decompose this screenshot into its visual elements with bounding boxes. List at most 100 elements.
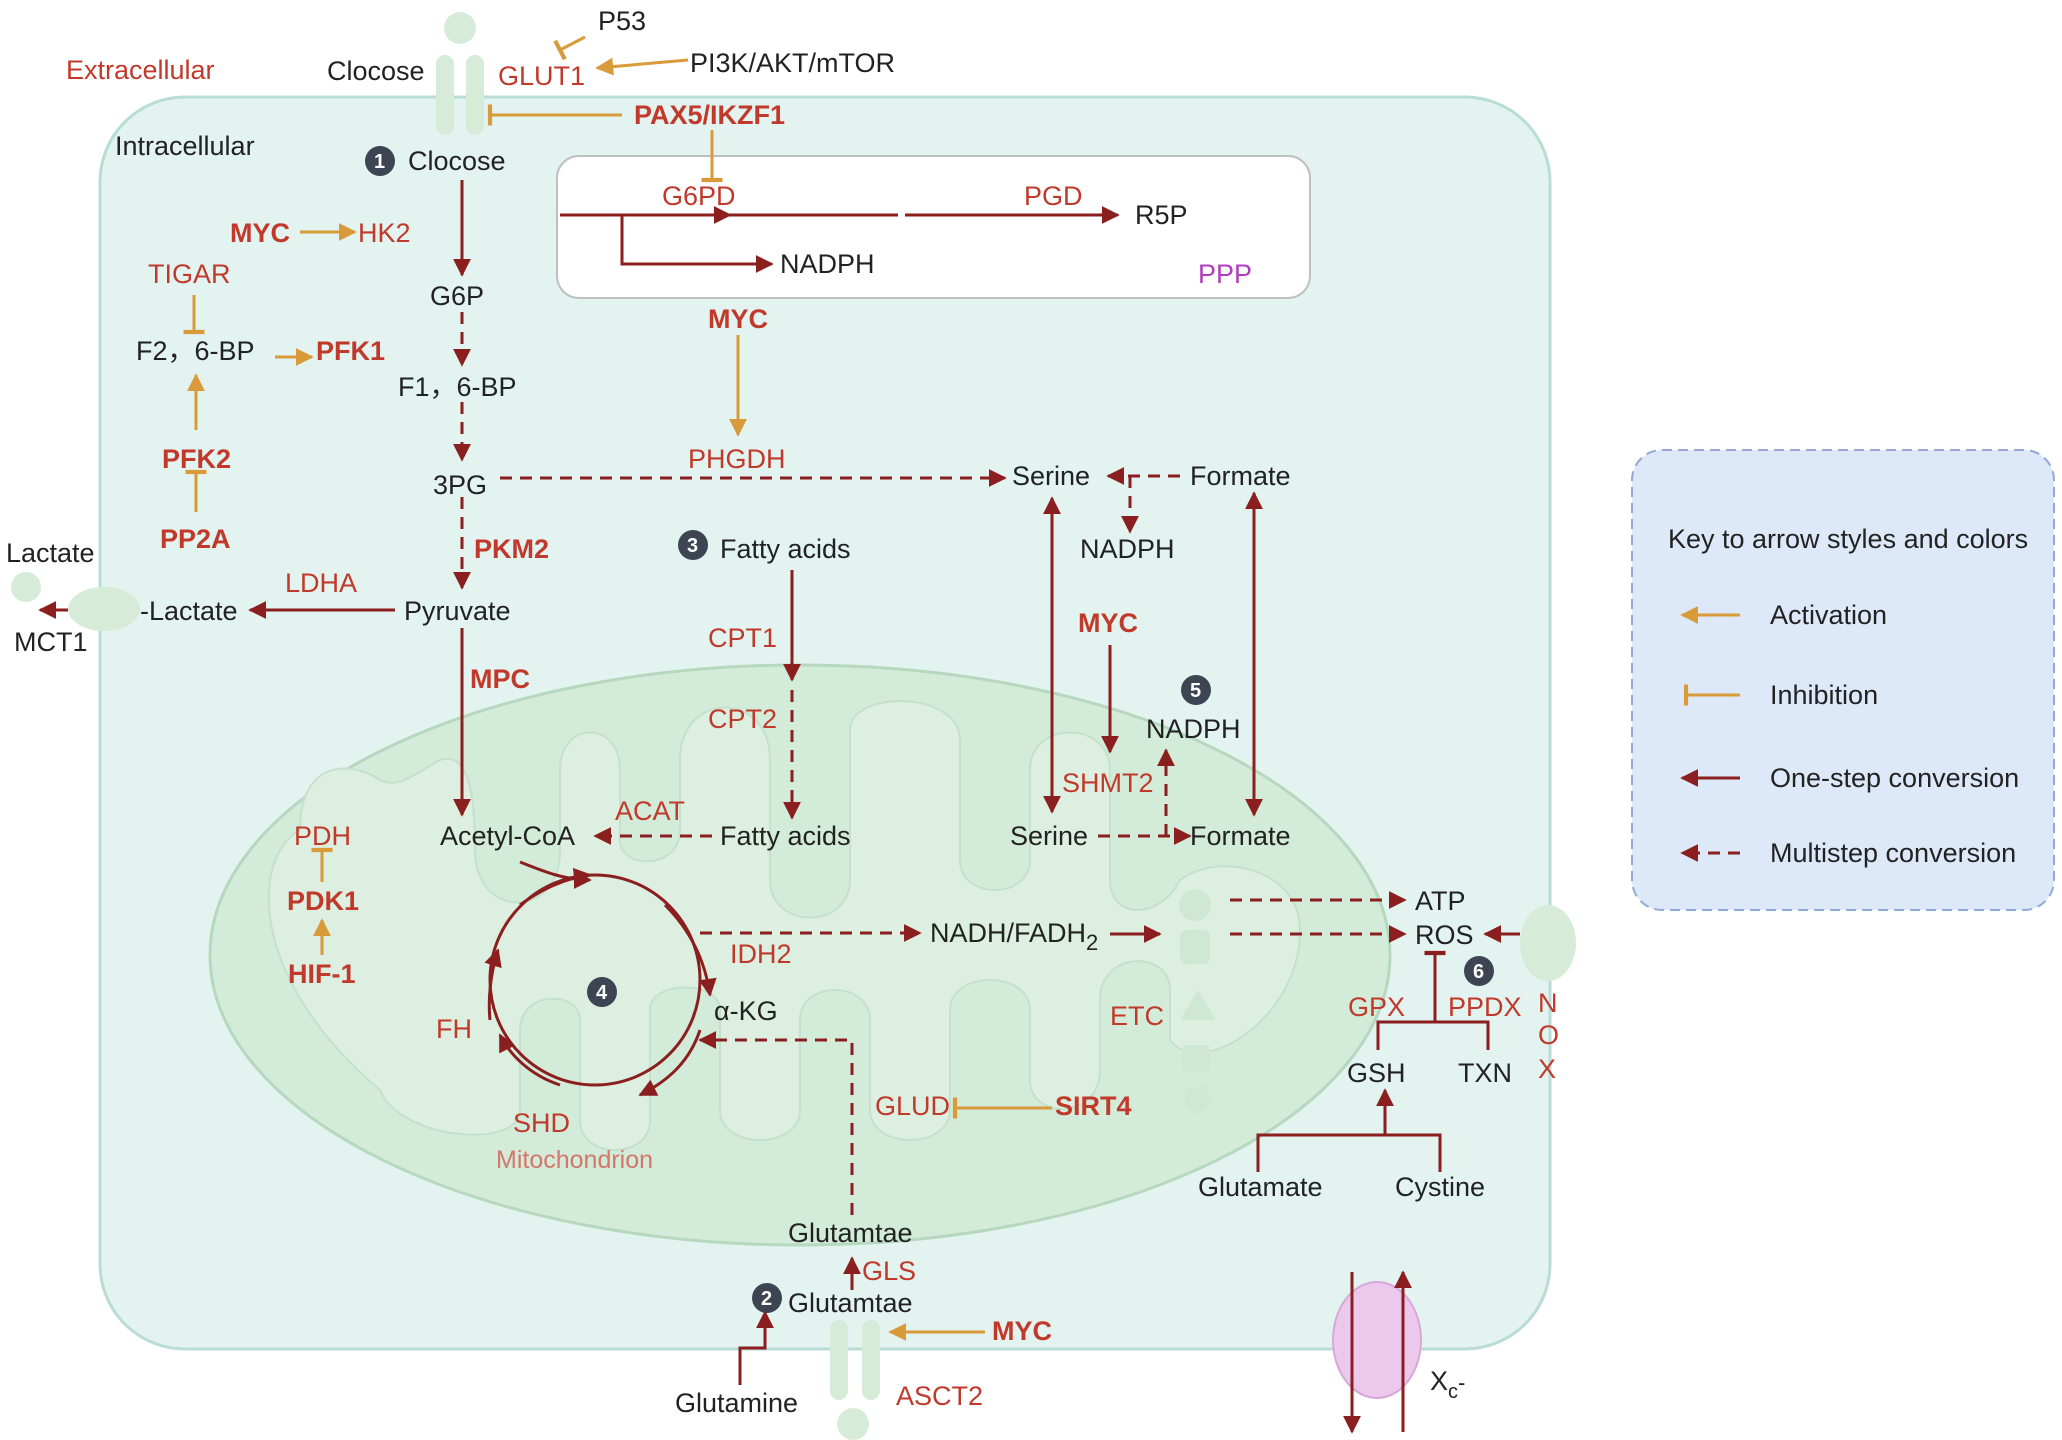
xc-transporter xyxy=(1332,1281,1422,1399)
legend-activation: Activation xyxy=(1770,600,1887,630)
label-phgdh: PHGDH xyxy=(688,444,786,474)
step-4-number: 4 xyxy=(596,982,608,1004)
label-g6p: G6P xyxy=(430,281,484,311)
label-etc: ETC xyxy=(1110,1001,1164,1031)
label-glut1: GLUT1 xyxy=(498,61,585,91)
label-pdh: PDH xyxy=(294,821,351,851)
label-fatty-acids-mito: Fatty acids xyxy=(720,821,851,851)
label-p53: P53 xyxy=(598,6,646,36)
label-ros: ROS xyxy=(1415,920,1474,950)
label-akg: α-KG xyxy=(714,996,778,1026)
legend-one-step: One-step conversion xyxy=(1770,763,2019,793)
step-6-badge xyxy=(1464,956,1494,986)
label-nadph-mito: NADPH xyxy=(1146,714,1241,744)
step-6-number: 6 xyxy=(1473,961,1484,983)
label-pdk1: PDK1 xyxy=(287,886,359,916)
label-myc-phgdh: MYC xyxy=(708,304,768,334)
label-serine-cytosol: Serine xyxy=(1012,461,1090,491)
mitochondrion-cristae xyxy=(267,700,1302,1151)
label-f26bp: F2，6-BP xyxy=(136,336,255,366)
step-2-badge xyxy=(752,1283,782,1313)
label-pgd: PGD xyxy=(1024,181,1083,211)
label-ppdx: PPDX xyxy=(1448,992,1522,1022)
step-4-badge xyxy=(587,977,617,1007)
label-fh: FH xyxy=(436,1014,472,1044)
label-mct1: MCT1 xyxy=(14,627,88,657)
label-idh2: IDH2 xyxy=(730,939,792,969)
label-gpx: GPX xyxy=(1348,992,1405,1022)
label-intracellular: Intracellular xyxy=(115,131,255,161)
legend-multistep: Multistep conversion xyxy=(1770,838,2016,868)
label-nadph-cytosol: NADPH xyxy=(1080,534,1175,564)
label-mpc: MPC xyxy=(470,664,530,694)
label-glutamtae-lower: Glutamtae xyxy=(788,1288,913,1318)
label-pfk2: PFK2 xyxy=(162,444,231,474)
label-pax5: PAX5/IKZF1 xyxy=(634,100,785,130)
label-xc: Xc- xyxy=(1430,1366,1465,1403)
label-clocose-outside: Clocose xyxy=(327,56,425,86)
label-cystine: Cystine xyxy=(1395,1172,1485,1202)
label-glutamtae-upper: Glutamtae xyxy=(788,1218,913,1248)
legend-title: Key to arrow styles and colors xyxy=(1668,524,2028,554)
label-pp2a: PP2A xyxy=(160,524,231,554)
label-formate-cytosol: Formate xyxy=(1190,461,1291,491)
label-txn: TXN xyxy=(1458,1058,1512,1088)
label-fatty-acids-cytosol: Fatty acids xyxy=(720,534,851,564)
step-5-badge xyxy=(1181,675,1211,705)
label-tigar: TIGAR xyxy=(148,259,231,289)
label-g6pd: G6PD xyxy=(662,181,736,211)
label-ldha: LDHA xyxy=(285,568,357,598)
step-1-number: 1 xyxy=(374,151,385,173)
label-formate-mito: Formate xyxy=(1190,821,1291,851)
step-3-number: 3 xyxy=(687,535,698,557)
legend: Key to arrow styles and colors Activatio… xyxy=(1631,449,2055,911)
nox-transporter xyxy=(1520,905,1576,981)
label-serine-mito: Serine xyxy=(1010,821,1088,851)
label-nox-o: O xyxy=(1538,1020,1559,1050)
label-clocose-inside: Clocose xyxy=(408,146,506,176)
label-pi3k: PI3K/AKT/mTOR xyxy=(690,48,895,78)
etc-complex xyxy=(1179,889,1216,1115)
label-acetyl-coa: Acetyl-CoA xyxy=(440,821,575,851)
glut1-transporter xyxy=(436,12,484,135)
label-pyruvate: Pyruvate xyxy=(404,596,511,626)
label-glutamate: Glutamate xyxy=(1198,1172,1323,1202)
step-5-number: 5 xyxy=(1190,680,1201,702)
label-hk2: HK2 xyxy=(358,218,411,248)
label-glud: GLUD xyxy=(875,1091,950,1121)
label-gsh: GSH xyxy=(1347,1058,1406,1088)
label-mitochondrion: Mitochondrion xyxy=(496,1146,653,1174)
label-atp: ATP xyxy=(1415,886,1466,916)
label-ppp: PPP xyxy=(1198,259,1252,289)
label-hif1: HIF-1 xyxy=(288,959,356,989)
label-3pg: 3PG xyxy=(433,470,487,500)
step-3-badge xyxy=(678,530,708,560)
label-myc-hk2: MYC xyxy=(230,218,290,248)
label-sirt4: SIRT4 xyxy=(1055,1091,1132,1121)
label-nox-n: N xyxy=(1538,988,1558,1018)
label-extracellular: Extracellular xyxy=(66,55,215,85)
label-gls: GLS xyxy=(862,1256,916,1286)
label-r5p: R5P xyxy=(1135,200,1188,230)
label-cpt2: CPT2 xyxy=(708,704,777,734)
label-nadh-fadh2: NADH/FADH2 xyxy=(930,918,1098,955)
asct2-transporter xyxy=(830,1320,880,1440)
step-2-number: 2 xyxy=(761,1288,772,1310)
label-nadph-ppp: NADPH xyxy=(780,249,875,279)
mct1-transporter xyxy=(11,572,140,631)
label-lactate-inside: -Lactate xyxy=(140,596,238,626)
label-f16bp: F1，6-BP xyxy=(398,372,517,402)
label-acat: ACAT xyxy=(615,796,685,826)
label-shmt2: SHMT2 xyxy=(1062,768,1154,798)
label-myc-asct2: MYC xyxy=(992,1316,1052,1346)
label-nox-x: X xyxy=(1538,1054,1556,1084)
legend-inhibition: Inhibition xyxy=(1770,680,1878,710)
label-shd: SHD xyxy=(513,1108,570,1138)
label-myc-shmt2: MYC xyxy=(1078,608,1138,638)
label-asct2: ASCT2 xyxy=(896,1381,983,1411)
label-lactate-outside: Lactate xyxy=(6,538,95,568)
label-pfk1: PFK1 xyxy=(316,336,385,366)
label-glutamine: Glutamine xyxy=(675,1388,798,1418)
label-pkm2: PKM2 xyxy=(474,534,549,564)
